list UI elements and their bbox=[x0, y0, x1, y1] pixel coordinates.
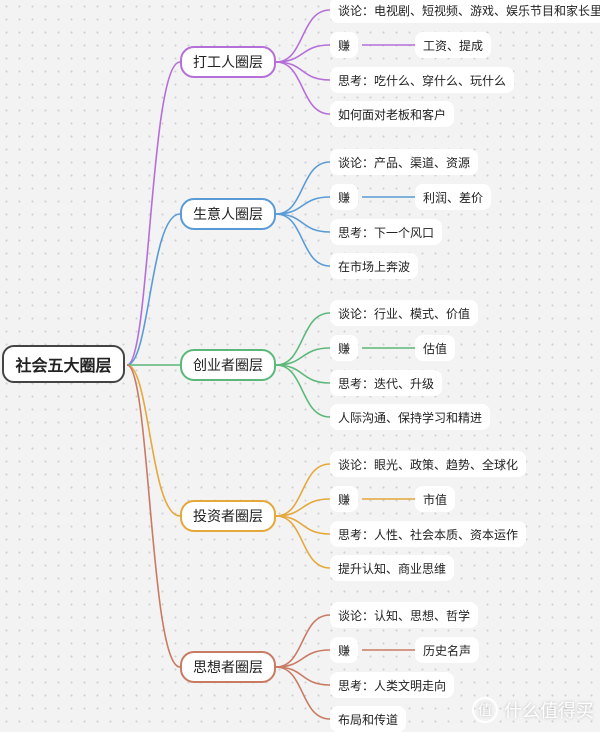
watermark-text: 什么值得买 bbox=[504, 701, 594, 722]
earn-node[interactable]: 利润、差价 bbox=[415, 184, 492, 210]
branch-to-leaf-line bbox=[275, 364, 331, 418]
leaf-node[interactable]: 赚 bbox=[330, 486, 359, 512]
branch-to-leaf-line bbox=[275, 213, 331, 233]
branch-node[interactable]: 打工人圈层 bbox=[180, 46, 276, 78]
earn-node[interactable]: 市值 bbox=[415, 486, 456, 512]
leaf-node[interactable]: 谈论：眼光、政策、趋势、全球化 bbox=[330, 451, 527, 477]
earn-node[interactable]: 估值 bbox=[415, 335, 456, 361]
branch-to-leaf-line bbox=[275, 213, 331, 267]
branch-to-leaf-line bbox=[275, 347, 331, 366]
root-to-branch-line bbox=[126, 213, 181, 366]
watermark: 值 什么值得买 bbox=[472, 697, 594, 723]
earn-node[interactable]: 历史名声 bbox=[415, 637, 480, 663]
root-to-branch-line bbox=[126, 364, 181, 668]
branch-node[interactable]: 生意人圈层 bbox=[180, 198, 276, 230]
branch-to-leaf-line bbox=[275, 498, 331, 517]
leaf-node[interactable]: 布局和传道 bbox=[330, 706, 407, 732]
leaf-node[interactable]: 谈论：电视剧、短视频、游戏、娱乐节目和家长里短 bbox=[330, 0, 600, 23]
branch-node[interactable]: 投资者圈层 bbox=[180, 500, 276, 532]
branch-to-leaf-line bbox=[275, 614, 331, 668]
root-to-branch-line bbox=[126, 61, 181, 366]
leaf-node[interactable]: 思考：人性、社会本质、资本运作 bbox=[330, 521, 527, 547]
leaf-node[interactable]: 赚 bbox=[330, 637, 359, 663]
branch-to-leaf-line bbox=[275, 44, 331, 63]
leaf-node[interactable]: 赚 bbox=[330, 184, 359, 210]
leaf-node[interactable]: 在市场上奔波 bbox=[330, 253, 419, 279]
branch-to-leaf-line bbox=[275, 515, 331, 535]
leaf-node[interactable]: 思考：人类文明走向 bbox=[330, 672, 455, 698]
root-to-branch-line bbox=[126, 364, 181, 517]
leaf-node[interactable]: 思考：下一个风口 bbox=[330, 219, 443, 245]
earn-node[interactable]: 工资、提成 bbox=[415, 32, 492, 58]
leaf-node[interactable]: 人际沟通、保持学习和精进 bbox=[330, 404, 491, 430]
branch-to-leaf-line bbox=[275, 463, 331, 517]
branch-to-leaf-line bbox=[275, 196, 331, 215]
branch-to-leaf-line bbox=[275, 364, 331, 384]
branch-to-leaf-line bbox=[275, 666, 331, 686]
leaf-node[interactable]: 赚 bbox=[330, 335, 359, 361]
leaf-node[interactable]: 谈论：产品、渠道、资源 bbox=[330, 149, 479, 175]
leaf-node[interactable]: 谈论：行业、模式、价值 bbox=[330, 300, 479, 326]
leaf-node[interactable]: 思考：吃什么、穿什么、玩什么 bbox=[330, 67, 515, 93]
branch-to-leaf-line bbox=[275, 61, 331, 81]
leaf-node[interactable]: 思考：迭代、升级 bbox=[330, 370, 443, 396]
root-node[interactable]: 社会五大圈层 bbox=[2, 345, 125, 383]
leaf-node[interactable]: 谈论：认知、思想、哲学 bbox=[330, 602, 479, 628]
branch-node[interactable]: 思想者圈层 bbox=[180, 651, 276, 683]
leaf-node[interactable]: 提升认知、商业思维 bbox=[330, 555, 455, 581]
watermark-logo-icon: 值 bbox=[472, 697, 498, 723]
branch-to-leaf-line bbox=[275, 161, 331, 215]
branch-to-leaf-line bbox=[275, 649, 331, 668]
leaf-node[interactable]: 赚 bbox=[330, 32, 359, 58]
branch-to-leaf-line bbox=[275, 666, 331, 720]
leaf-node[interactable]: 如何面对老板和客户 bbox=[330, 101, 455, 127]
branch-to-leaf-line bbox=[275, 9, 331, 63]
branch-to-leaf-line bbox=[275, 312, 331, 366]
branch-node[interactable]: 创业者圈层 bbox=[180, 349, 276, 381]
branch-to-leaf-line bbox=[275, 61, 331, 115]
branch-to-leaf-line bbox=[275, 515, 331, 569]
